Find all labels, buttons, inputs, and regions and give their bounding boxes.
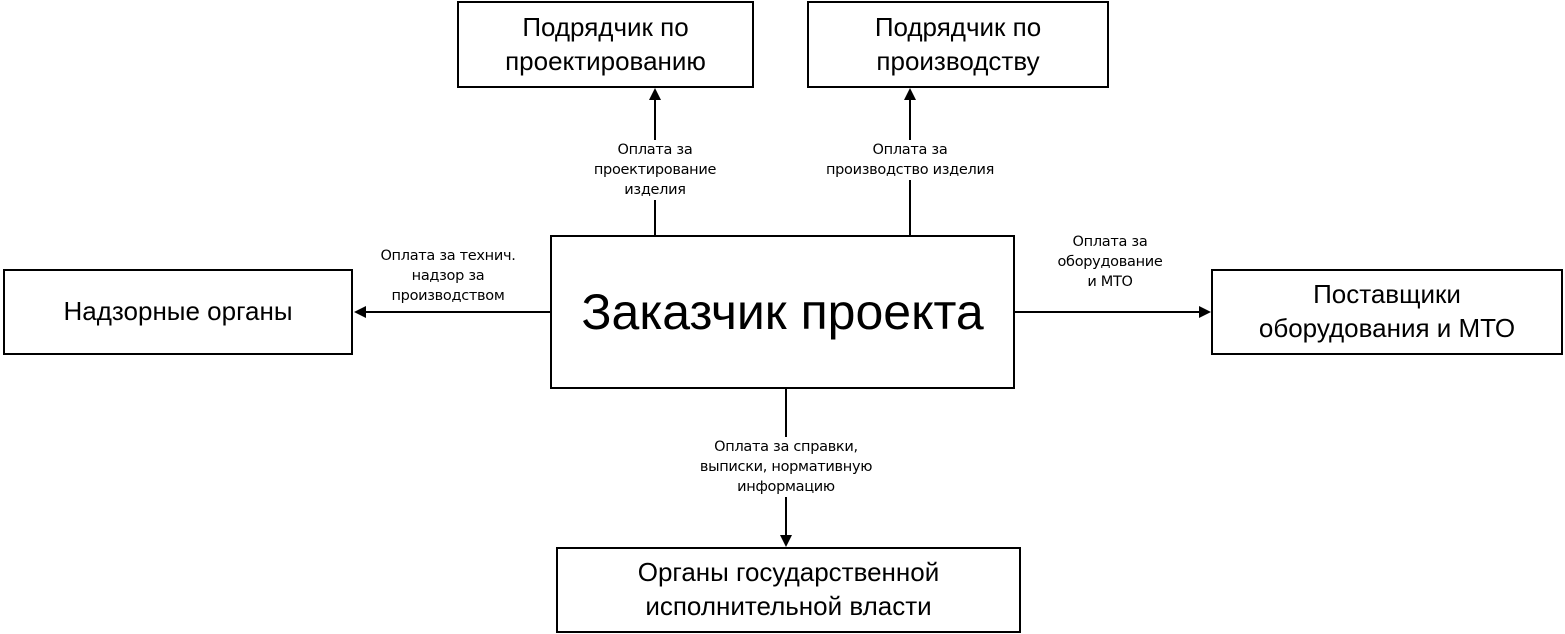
edge-label-design-payment: Оплата за проектирование изделия [585,140,725,200]
edge-label-line: надзор за [411,268,485,284]
edge-label-line: выписки, нормативную [699,459,873,475]
edge-label-line: проектирование изделия [593,162,717,198]
node-label-line: Поставщики [1313,279,1461,310]
node-label-line: Подрядчик по [522,11,689,42]
edge-label-line: оборудование [1057,254,1163,270]
node-label-line: Органы государственной [637,557,940,588]
node-label-line: проектированию [505,45,706,76]
node-label: Заказчик проекта [581,283,984,340]
node-label-line: исполнительной власти [645,591,932,621]
node-label: Надзорные органы [63,296,293,327]
edge-label-line: Оплата за технич. [380,248,516,264]
node-center-client: Заказчик проекта [550,235,1015,389]
edge-label-line: Оплата за [872,142,948,158]
edge-label-government-payment: Оплата за справки, выписки, нормативную … [691,437,881,497]
node-label-line: оборудования и МТО [1258,313,1516,343]
edge-label-line: Оплата за [1072,234,1148,250]
edge-label-supervision-payment: Оплата за технич. надзор за производство… [373,246,523,306]
edge-label-line: производством [391,288,505,304]
node-supervisory: Надзорные органы [3,269,353,355]
node-label-line: Подрядчик по [874,11,1042,42]
edge-label-equipment-payment: Оплата за оборудование и МТО [1035,232,1185,292]
edge-label-production-payment: Оплата за производство изделия [820,140,1000,180]
edge-label-line: Оплата за [617,142,693,158]
edge-label-line: информацию [737,479,835,495]
edge-label-line: Оплата за справки, [714,439,858,455]
node-label-line: производству [876,45,1040,76]
edge-label-line: и МТО [1087,274,1133,290]
edge-label-line: производство изделия [825,162,995,178]
